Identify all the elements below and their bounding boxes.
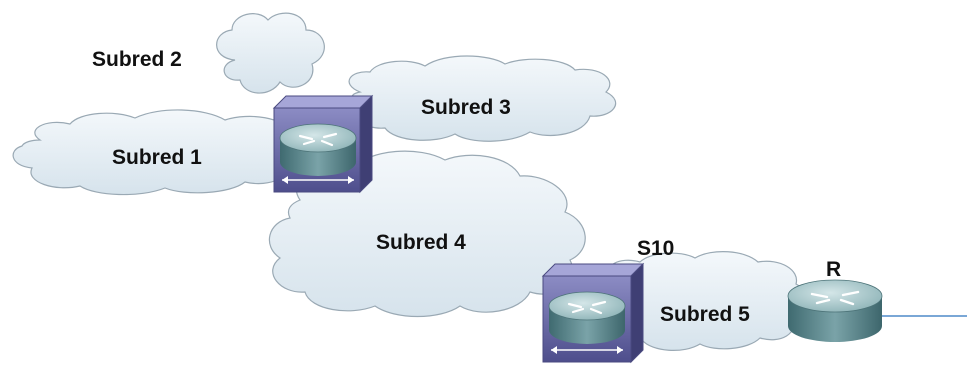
router-r-label: R [826,258,841,281]
subred-4-label: Subred 4 [376,231,466,254]
subred-5-label: Subred 5 [660,303,750,326]
router-r-icon [787,279,883,342]
subred-1-label: Subred 1 [112,146,202,169]
s10-switch-icon [541,262,645,364]
subred-2-label: Subred 2 [92,48,182,71]
subred-4-cloud [268,150,586,318]
subred-2-cloud [216,12,325,94]
central-switch-icon [272,94,374,194]
subred-3-cloud [348,55,617,142]
s10-label: S10 [637,237,674,260]
subred-3-label: Subred 3 [421,96,511,119]
